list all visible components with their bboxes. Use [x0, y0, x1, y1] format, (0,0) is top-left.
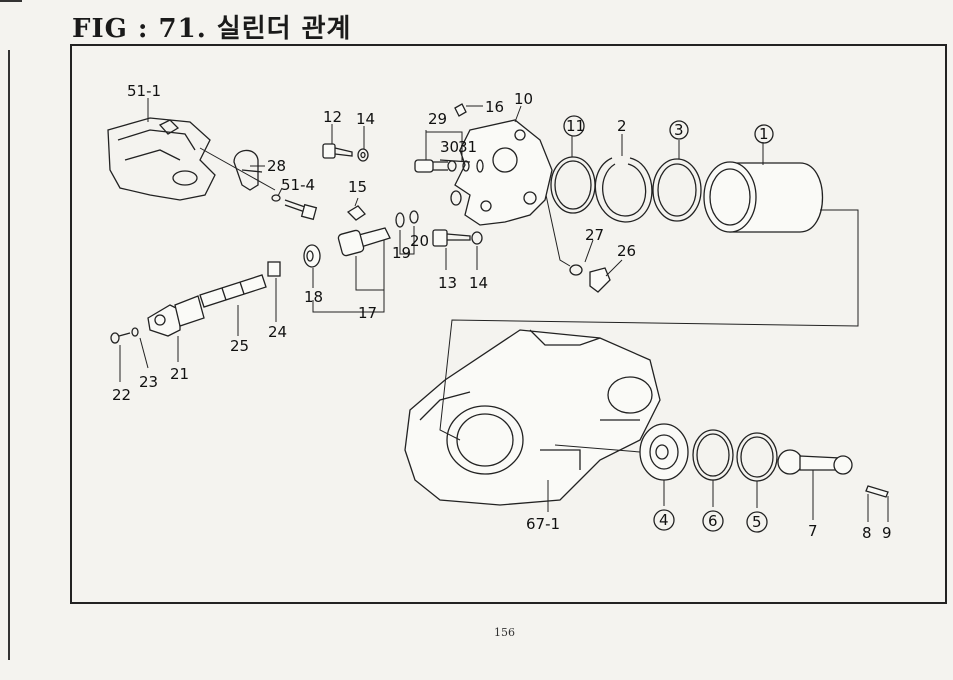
callout-31: 31 [458, 138, 477, 156]
callout-3: 3 [674, 121, 684, 139]
ring-5 [736, 432, 778, 482]
rod-25 [199, 274, 267, 308]
gear-case-67-1 [404, 329, 661, 506]
clamp-28 [233, 149, 263, 191]
callout-circle-1 [754, 124, 774, 144]
callout-51-1: 51-1 [127, 82, 161, 100]
plug-26 [589, 267, 611, 293]
callout-24: 24 [268, 323, 287, 341]
callout-19: 19 [392, 244, 411, 262]
callout-28: 28 [267, 157, 286, 175]
callout-circle-6 [702, 510, 724, 532]
washer-20 [409, 210, 419, 224]
callout-51-4: 51-4 [281, 176, 315, 194]
callout-23: 23 [139, 373, 158, 391]
callout-1: 1 [759, 125, 769, 143]
callout-11: 11 [566, 117, 585, 135]
ring-3 [652, 158, 702, 222]
bolt-12 [322, 143, 369, 162]
callout-4: 4 [659, 511, 669, 529]
washer-23 [131, 327, 139, 337]
fitting-21 [147, 295, 205, 337]
shaft-7 [777, 449, 853, 475]
ring-11 [550, 156, 596, 214]
leader-lines [119, 98, 889, 522]
seal-4 [639, 423, 689, 481]
callout-5: 5 [752, 513, 762, 531]
callout-18: 18 [304, 288, 323, 306]
binder-edge-line [0, 50, 10, 660]
callout-25: 25 [230, 337, 249, 355]
figure-title: FIG : 71. 실린더 관계 [72, 14, 352, 44]
callout-13: 13 [438, 274, 457, 292]
snap-ring-2 [594, 157, 653, 223]
callout-8: 8 [862, 524, 872, 542]
housing-51-1 [107, 117, 216, 201]
callout-22: 22 [112, 386, 131, 404]
callout-circle-3 [669, 120, 689, 140]
callout-14-lower: 14 [469, 274, 488, 292]
screw-22 [110, 332, 131, 344]
piston-1 [703, 161, 824, 233]
binder-corner-line [0, 0, 22, 2]
callout-21: 21 [170, 365, 189, 383]
callout-16: 16 [485, 98, 504, 116]
page-number: 156 [494, 626, 515, 639]
callout-12: 12 [323, 108, 342, 126]
bolt-13 [432, 229, 483, 247]
callout-14-upper: 14 [356, 110, 375, 128]
ring-6 [692, 429, 734, 481]
callout-2: 2 [617, 117, 627, 135]
washer-19 [395, 212, 405, 228]
shaft-17 [337, 227, 391, 257]
cylinder-head-10 [439, 119, 553, 226]
nut-24 [267, 261, 281, 277]
callout-15: 15 [348, 178, 367, 196]
fitting-on-head [450, 190, 462, 206]
callout-29: 29 [428, 110, 447, 128]
callout-26: 26 [617, 242, 636, 260]
callout-67-1: 67-1 [526, 515, 560, 533]
callout-27: 27 [585, 226, 604, 244]
callout-circle-11 [563, 115, 585, 137]
callout-10: 10 [514, 90, 533, 108]
pin-8 [865, 485, 889, 498]
callout-7: 7 [808, 522, 818, 540]
bushing-18 [303, 244, 321, 268]
nut-15 [346, 205, 366, 221]
bolt-51-4 [271, 194, 318, 221]
callout-circle-4 [653, 509, 675, 531]
valve-parts-29-30-31 [414, 159, 484, 173]
callout-30: 30 [440, 138, 459, 156]
washer-27 [569, 264, 583, 276]
callout-17: 17 [358, 304, 377, 322]
callout-9: 9 [882, 524, 892, 542]
diagram-frame [70, 44, 947, 604]
plug-16 [454, 103, 467, 117]
callout-6: 6 [708, 512, 718, 530]
callout-circle-5 [746, 511, 768, 533]
callout-20: 20 [410, 232, 429, 250]
